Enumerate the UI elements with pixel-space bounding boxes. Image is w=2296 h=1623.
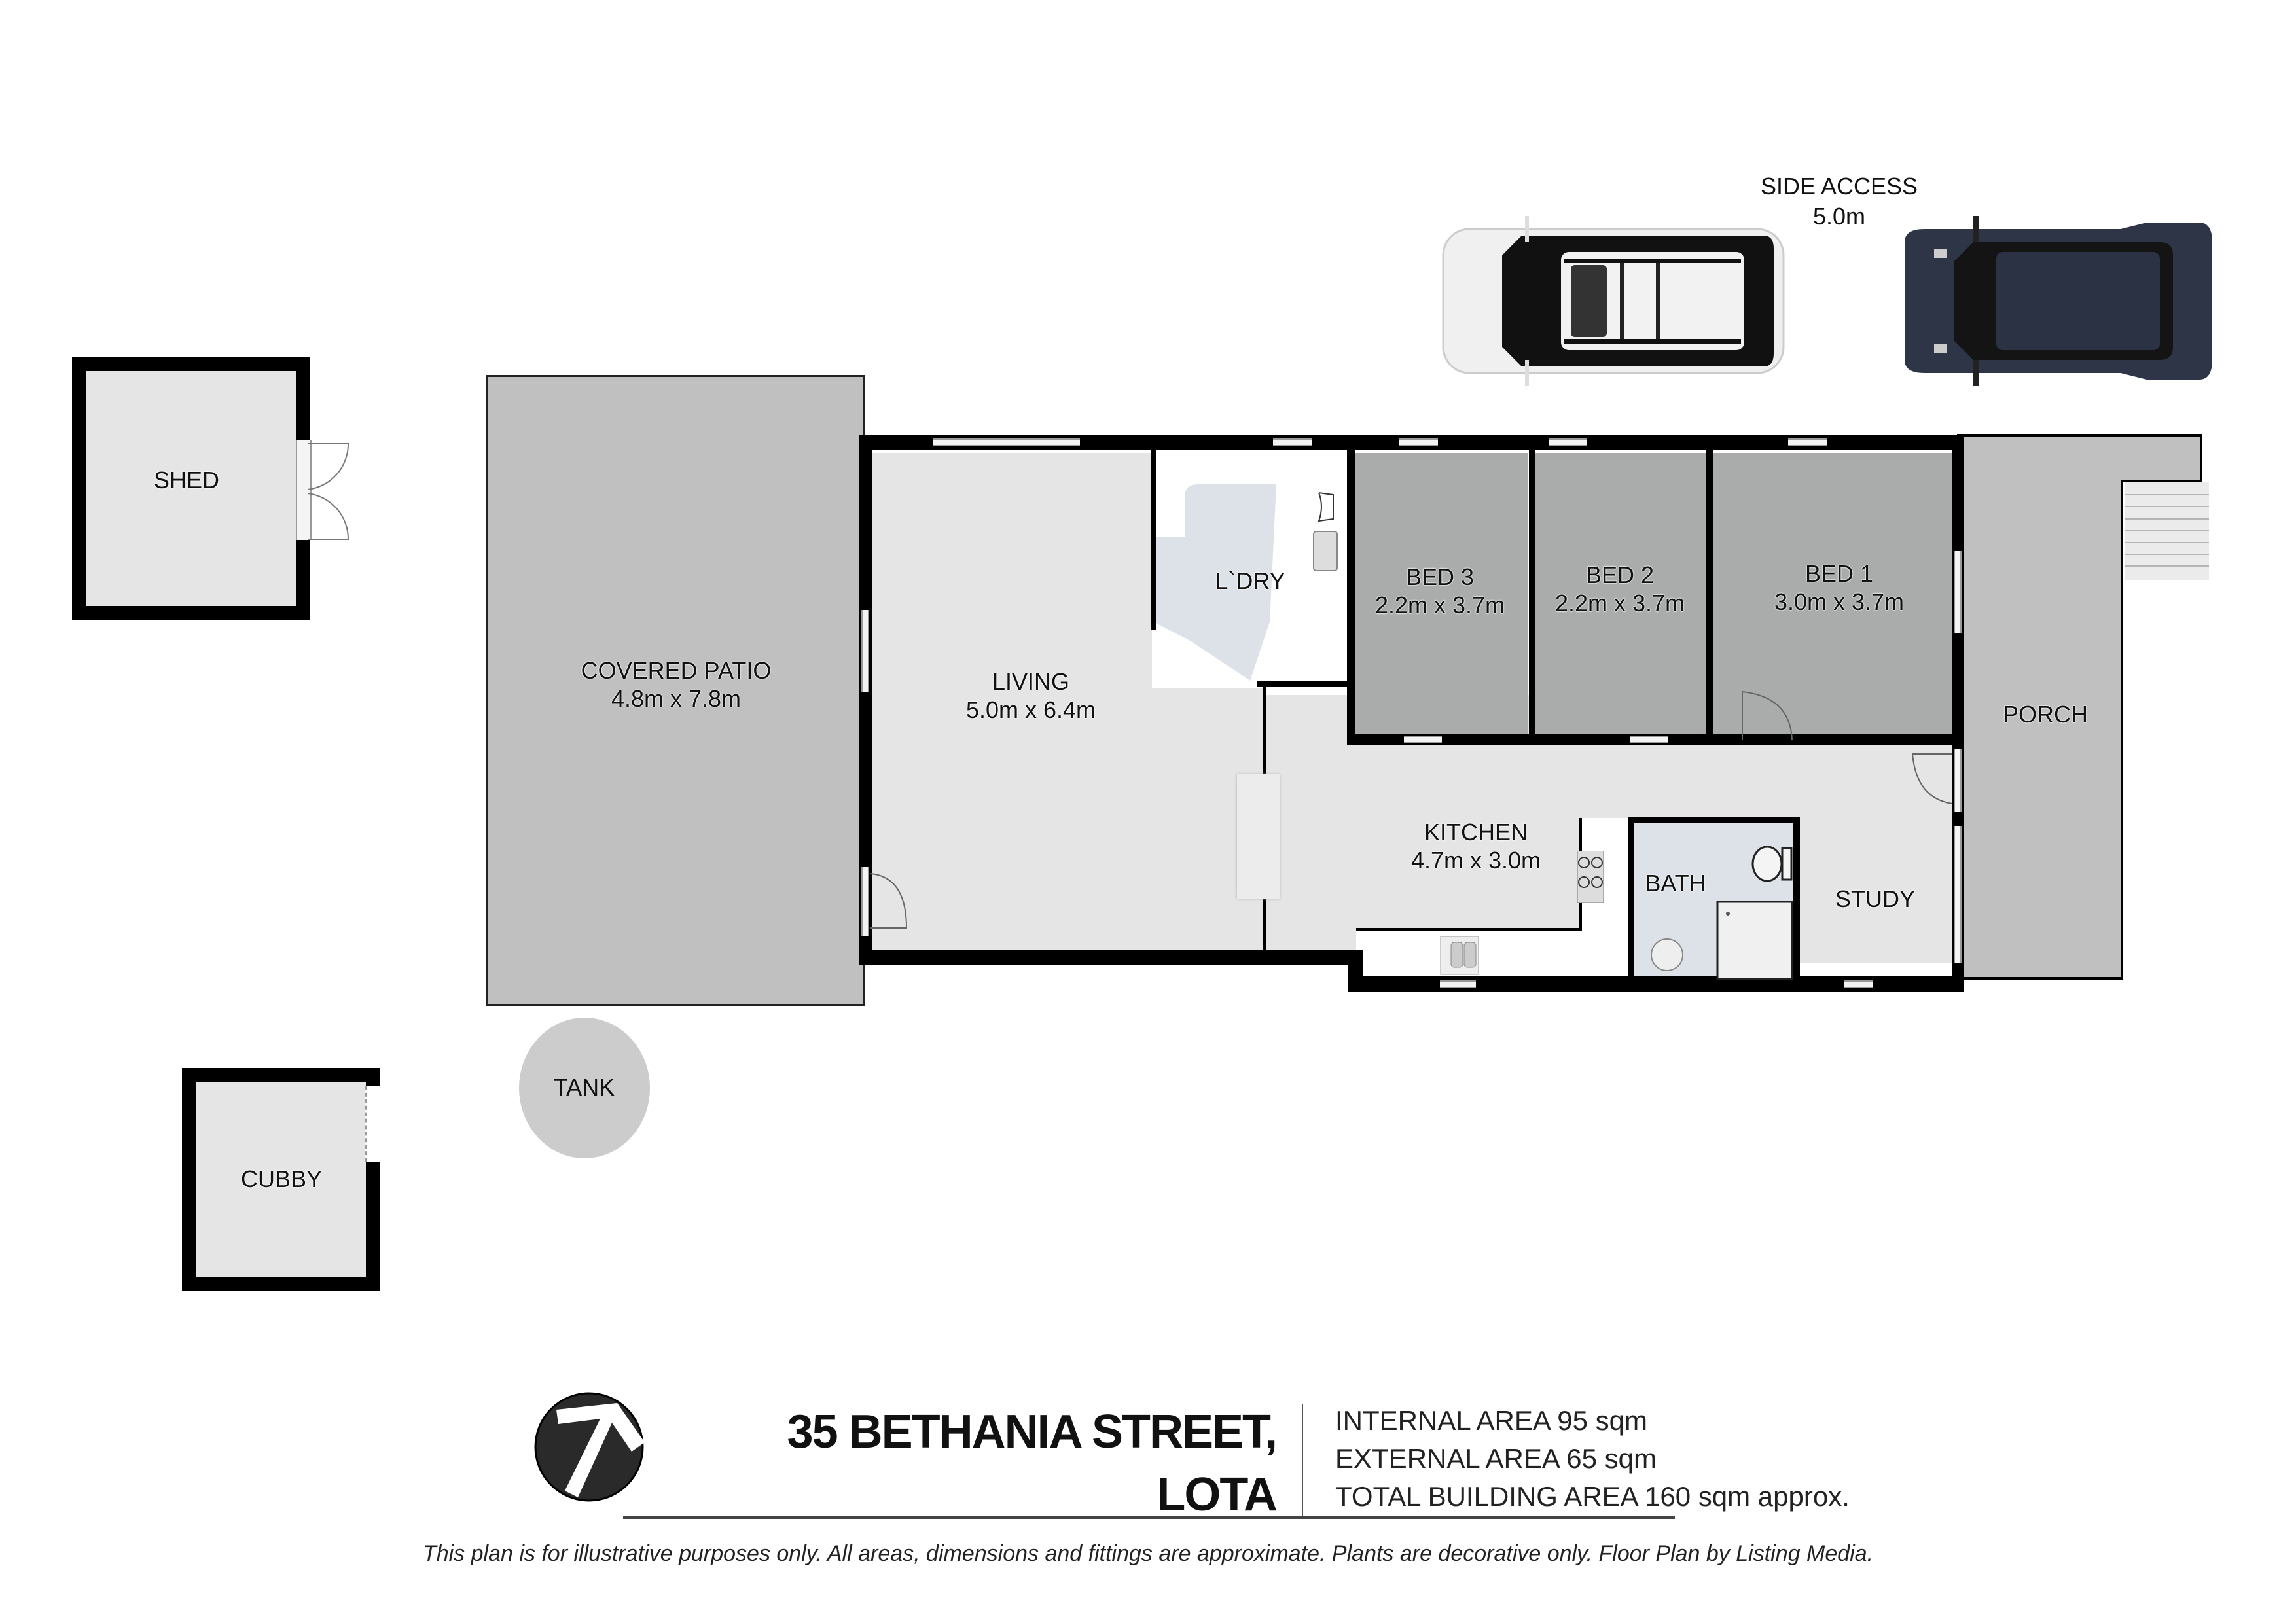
- door-swing-icon: [1911, 753, 1953, 804]
- wall-bed3-bed2: [1529, 435, 1535, 743]
- tank: [519, 1018, 650, 1158]
- window: [1549, 438, 1587, 446]
- shed-door: [296, 440, 312, 540]
- bed3-floor: [1355, 453, 1528, 741]
- window: [861, 610, 869, 692]
- laundry-floor: [1153, 484, 1276, 681]
- wall-living-bottom: [859, 950, 1357, 965]
- covered-patio: [486, 375, 865, 1006]
- study-label: STUDY: [1835, 885, 1915, 912]
- area-summary: INTERNAL AREA 95 sqm EXTERNAL AREA 65 sq…: [1335, 1402, 1924, 1516]
- wall-bath-left: [1628, 817, 1634, 982]
- window: [1788, 438, 1827, 446]
- kitchen-label: KITCHEN 4.7m x 3.0m: [1410, 819, 1541, 874]
- porch-stairs: [2125, 482, 2209, 580]
- address-block: 35 BETHANIA STREET, LOTA: [694, 1400, 1278, 1526]
- navy-car-icon: [1905, 216, 2212, 386]
- external-area: EXTERNAL AREA 65 sqm: [1335, 1443, 1657, 1474]
- disclaimer: This plan is for illustrative purposes o…: [422, 1541, 1874, 1566]
- shed: [72, 357, 310, 620]
- laundry-tub-icon: [1318, 492, 1334, 522]
- window: [1399, 438, 1438, 446]
- stove-icon: [1577, 851, 1604, 903]
- footer-divider-horizontal: [623, 1516, 1675, 1519]
- window: [1630, 736, 1668, 743]
- address-line1: 35 BETHANIA STREET,: [787, 1406, 1278, 1458]
- north-compass-icon: [534, 1392, 645, 1502]
- shed-label: SHED: [153, 467, 220, 493]
- wall-bath-top: [1628, 817, 1798, 823]
- window: [1954, 749, 1962, 812]
- door-swing-icon: [1742, 690, 1793, 740]
- bath-label: BATH: [1645, 870, 1706, 897]
- wall-laundry-bottom: [1257, 681, 1348, 687]
- living-label: LIVING 5.0m x 6.4m: [965, 668, 1096, 724]
- side-access-width: 5.0m: [1812, 203, 1866, 230]
- laundry-sink-icon: [1313, 531, 1338, 571]
- bed2-floor: [1535, 453, 1706, 741]
- window: [1954, 551, 1962, 633]
- window: [1844, 980, 1873, 988]
- laundry-label: L`DRY: [1215, 567, 1285, 594]
- footer-divider-vertical: [1302, 1404, 1303, 1518]
- bed3-label: BED 3 2.2m x 3.7m: [1374, 563, 1505, 619]
- window: [1404, 736, 1442, 743]
- shower-icon: [1716, 901, 1793, 980]
- window: [1440, 980, 1476, 988]
- porch-label: PORCH: [2002, 701, 2088, 728]
- wall-bath-right: [1793, 817, 1800, 982]
- white-car-icon: [1442, 216, 1785, 386]
- window: [933, 438, 1080, 446]
- bed1-label: BED 1 3.0m x 3.7m: [1774, 560, 1905, 616]
- cubby: [182, 1068, 380, 1291]
- wall-bed3-left: [1347, 435, 1355, 743]
- double-door-swing-icon: [308, 443, 350, 540]
- wall-kitchen-counter-edge: [1356, 928, 1582, 931]
- basin-icon: [1651, 938, 1683, 971]
- side-access-label: SIDE ACCESS 5.0m: [1695, 171, 1983, 232]
- internal-area: INTERNAL AREA 95 sqm: [1335, 1405, 1647, 1436]
- window: [1954, 826, 1962, 963]
- window: [1273, 438, 1312, 446]
- wall-bed2-bed1: [1706, 435, 1713, 743]
- kitchen-sink-icon: [1440, 936, 1479, 975]
- toilet-icon: [1751, 846, 1793, 882]
- wall-laundry-left: [1151, 450, 1156, 630]
- cubby-label: CUBBY: [240, 1166, 323, 1192]
- total-area: TOTAL BUILDING AREA 160 sqm approx.: [1335, 1481, 1850, 1512]
- covered-patio-label: COVERED PATIO 4.8m x 7.8m: [581, 657, 772, 713]
- bed2-label: BED 2 2.2m x 3.7m: [1554, 562, 1685, 617]
- kitchen-island: [1237, 774, 1280, 899]
- window: [861, 867, 869, 936]
- bed1-floor: [1713, 453, 1956, 741]
- side-access-title: SIDE ACCESS: [1760, 173, 1918, 200]
- address-line2: LOTA: [1157, 1469, 1278, 1521]
- cubby-opening: [365, 1086, 380, 1162]
- tank-label: TANK: [553, 1074, 615, 1101]
- wall-left: [859, 435, 872, 965]
- door-swing-icon: [870, 873, 908, 929]
